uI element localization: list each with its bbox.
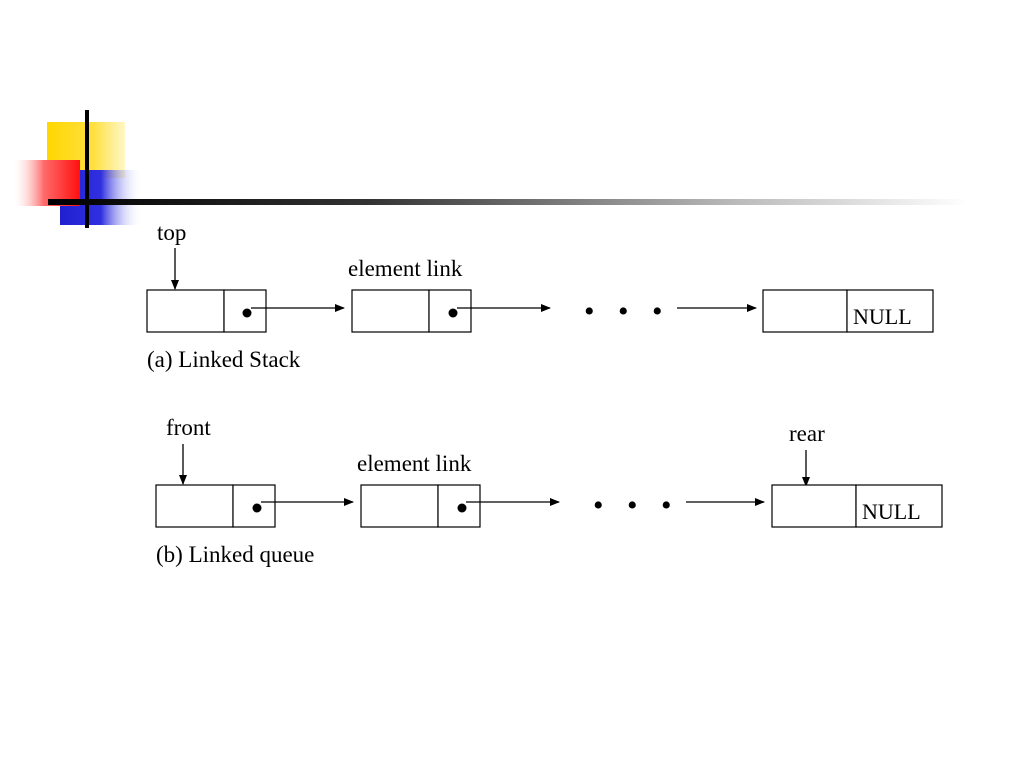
queue-null-label: NULL bbox=[862, 499, 921, 524]
queue-node-1-element-cell bbox=[155, 484, 234, 528]
queue-node-2 bbox=[360, 484, 481, 528]
decor-vertical-line bbox=[85, 110, 89, 228]
stack-node-2 bbox=[351, 289, 472, 333]
stack-node-1-element-cell bbox=[146, 289, 225, 333]
queue-node-1-link-dot bbox=[252, 503, 262, 513]
stack-last-node: NULL bbox=[762, 289, 934, 333]
stack-caption: (a) Linked Stack bbox=[147, 347, 301, 372]
decor-red-square bbox=[14, 160, 80, 206]
stack-last-node-link-cell bbox=[846, 289, 934, 333]
queue-last-node: NULL bbox=[771, 484, 943, 528]
decor-horizontal-rule bbox=[48, 199, 968, 205]
stack-last-node-element-cell bbox=[762, 289, 848, 333]
queue-ellipsis: • • • bbox=[593, 489, 680, 522]
queue-node-2-link-dot bbox=[457, 503, 467, 513]
linked-stack-diagram: top element link • • • NULL (a) Linked S… bbox=[146, 220, 934, 372]
slide-decoration bbox=[14, 110, 968, 228]
stack-ellipsis: • • • bbox=[584, 295, 671, 328]
queue-node-2-element-cell bbox=[360, 484, 439, 528]
front-pointer-label: front bbox=[166, 415, 211, 440]
rear-pointer-label: rear bbox=[789, 421, 825, 446]
stack-node-2-element-cell bbox=[351, 289, 430, 333]
stack-node-2-link-dot bbox=[448, 308, 458, 318]
queue-last-node-link-cell bbox=[855, 484, 943, 528]
queue-caption: (b) Linked queue bbox=[156, 542, 314, 567]
queue-last-node-element-cell bbox=[771, 484, 857, 528]
top-pointer-label: top bbox=[157, 220, 186, 245]
linked-queue-diagram: front element link rear • • • NULL (b) L… bbox=[155, 415, 943, 567]
stack-node-1-link-dot bbox=[242, 308, 252, 318]
stack-null-label: NULL bbox=[853, 304, 912, 329]
queue-node-1 bbox=[155, 484, 276, 528]
queue-node-label: element link bbox=[357, 451, 472, 476]
stack-node-1 bbox=[146, 289, 267, 333]
stack-node-label: element link bbox=[348, 256, 463, 281]
